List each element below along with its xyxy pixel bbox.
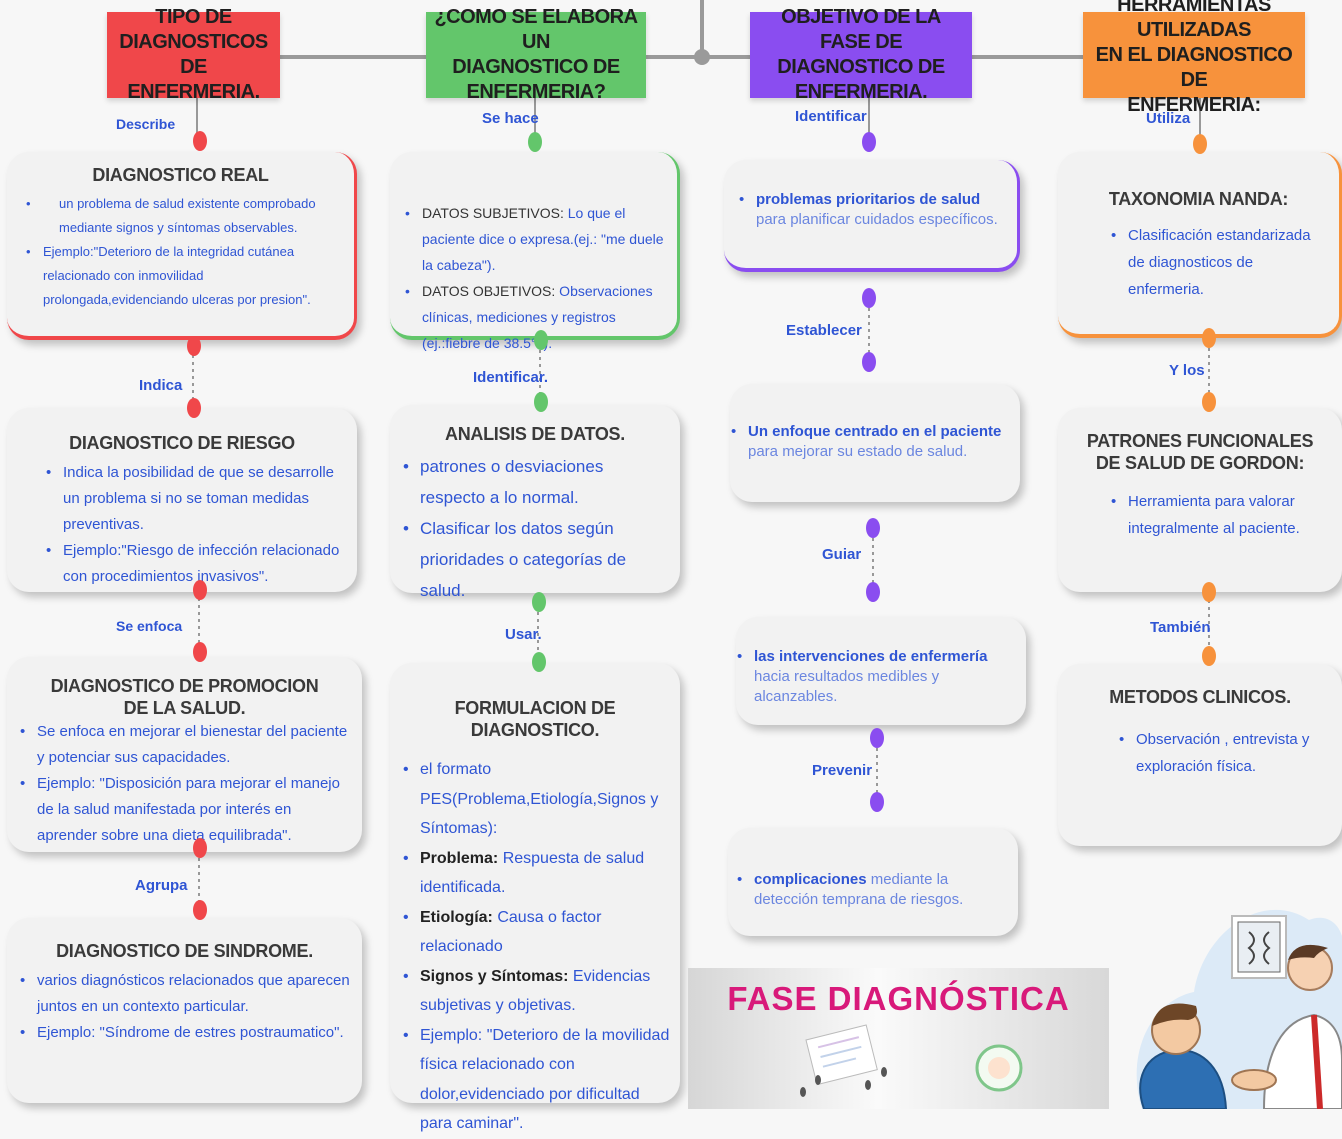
connector-dot <box>1193 134 1207 154</box>
bullet-text: Ejemplo:"Deterioro de la integridad cutá… <box>26 240 344 312</box>
label-establecer: Establecer <box>786 322 862 339</box>
label-agrupa: Agrupa <box>135 877 188 894</box>
connector-dot <box>862 132 876 152</box>
bullet-text: las intervenciones de enfermería hacia r… <box>737 647 1016 707</box>
connector-dot <box>187 398 201 418</box>
connector-dot <box>870 792 884 812</box>
banner-title: FASE DIAGNÓSTICA <box>727 980 1070 1017</box>
header-herramientas: HERRAMIENTAS UTILIZADAS EN EL DIAGNOSTIC… <box>1083 0 1305 116</box>
card-title: FORMULACION DE DIAGNOSTICO. <box>454 698 616 740</box>
connector-dot <box>862 352 876 372</box>
card-diagnostico-riesgo: DIAGNOSTICO DE RIESGO Indica la posibili… <box>7 408 357 592</box>
card-title: ANALISIS DE DATOS. <box>445 424 625 444</box>
connector-dot <box>193 838 207 858</box>
bullet-text: Ejemplo: "Deterioro de la movilidad físi… <box>403 1021 670 1139</box>
bullet-text: Indica la posibilidad de que se desarrol… <box>46 460 347 538</box>
header-como-se-elabora: ¿COMO SE ELABORA UN DIAGNOSTICO DE ENFER… <box>426 6 646 103</box>
connector-dot <box>534 392 548 412</box>
card-intervenciones: las intervenciones de enfermería hacia r… <box>736 617 1026 725</box>
bullet-text: Se enfoca en mejorar el bienestar del pa… <box>20 719 352 771</box>
card-complicaciones: complicaciones mediante la detección tem… <box>728 828 1018 936</box>
card-diagnostico-promocion: DIAGNOSTICO DE PROMOCION DE LA SALUD. Se… <box>7 657 362 852</box>
connector-lines <box>192 0 1210 905</box>
bullet-text: el formato PES(Problema,Etiología,Signos… <box>403 755 670 844</box>
label-tambien: También <box>1150 619 1211 636</box>
bullet-text: varios diagnósticos relacionados que apa… <box>20 968 352 1020</box>
card-analisis-datos: ANALISIS DE DATOS. patrones o desviacion… <box>390 405 680 600</box>
card-title: DIAGNOSTICO DE SINDROME. <box>56 941 313 961</box>
bullet-text: Ejemplo:"Riesgo de infección relacionado… <box>46 538 347 590</box>
bullet-text: un problema de salud existente comprobad… <box>26 192 344 240</box>
fase-diagnostica-banner: FASE DIAGNÓSTICA <box>688 968 1109 1109</box>
bullet-text: Problema: Respuesta de salud identificad… <box>403 844 670 903</box>
doctor-patient-illustration <box>1136 909 1342 1109</box>
card-title: DIAGNOSTICO DE RIESGO <box>69 433 295 453</box>
card-title: DIAGNOSTICO DE PROMOCION DE LA SALUD. <box>50 676 319 718</box>
connector-dot <box>187 336 201 356</box>
connector-dot <box>1202 646 1216 666</box>
label-prevenir: Prevenir <box>812 762 873 779</box>
bullet-text: Un enfoque centrado en el paciente para … <box>731 422 1010 462</box>
label-describe: Describe <box>116 116 176 132</box>
bullet-text: patrones o desviaciones respecto a lo no… <box>403 451 670 513</box>
bullet-text: complicaciones mediante la detección tem… <box>737 870 1008 910</box>
connector-dot <box>1202 328 1216 348</box>
bullet-text: Herramienta para valorar integralmente a… <box>1111 488 1332 542</box>
card-title: PATRONES FUNCIONALES DE SALUD DE GORDON: <box>1086 431 1314 473</box>
label-y-los: Y los <box>1169 362 1205 379</box>
label-utiliza: Utiliza <box>1146 110 1191 127</box>
card-patrones-gordon: PATRONES FUNCIONALES DE SALUD DE GORDON:… <box>1058 408 1342 592</box>
card-formulacion-diagnostico: FORMULACION DE DIAGNOSTICO. el formato P… <box>390 663 680 1132</box>
card-title: METODOS CLINICOS. <box>1109 687 1291 707</box>
card-diagnostico-real: DIAGNOSTICO REAL un problema de salud ex… <box>7 152 357 340</box>
label-se-hace: Se hace <box>482 110 539 127</box>
card-diagnostico-sindrome: DIAGNOSTICO DE SINDROME. varios diagnóst… <box>7 918 362 1103</box>
label-identificar: Identificar. <box>473 369 549 386</box>
connector-dot <box>528 132 542 152</box>
connector-dot <box>193 900 207 920</box>
bullet-text: Clasificación estandarizada de diagnosti… <box>1111 222 1329 303</box>
bullet-text: Signos y Síntomas: Evidencias subjetivas… <box>403 962 670 1021</box>
card-title: DIAGNOSTICO REAL <box>92 165 269 185</box>
connector-dot <box>193 131 207 151</box>
header-objetivo-fase: OBJETIVO DE LA FASE DE DIAGNOSTICO DE EN… <box>750 6 972 103</box>
header-tipo-diagnosticos: TIPO DE DIAGNOSTICOS DE ENFERMERIA. <box>107 6 280 103</box>
connector-dot <box>866 582 880 602</box>
bullet-text: Ejemplo: "Síndrome de estres postraumati… <box>20 1020 352 1046</box>
card-datos: DATOS SUBJETIVOS: Lo que el paciente dic… <box>390 152 680 351</box>
connector-dot <box>532 592 546 612</box>
card-problemas-prioritarios: problemas prioritarios de salud para pla… <box>724 160 1020 272</box>
card-taxonomia-nanda: TAXONOMIA NANDA: Clasificación estandari… <box>1058 152 1342 338</box>
connector-dot <box>193 642 207 662</box>
connector-dot <box>870 728 884 748</box>
bullet-text: Ejemplo: "Disposición para mejorar el ma… <box>20 771 352 849</box>
bullet-text: Etiología: Causa o factor relacionado <box>403 903 670 962</box>
bullet-text: Observación , entrevista y exploración f… <box>1119 726 1332 780</box>
label-identificar: Identificar <box>795 108 867 125</box>
card-metodos-clinicos: METODOS CLINICOS. Observación , entrevis… <box>1058 664 1342 846</box>
connector-dot <box>1202 582 1216 602</box>
connector-dot <box>1202 392 1216 412</box>
card-title: TAXONOMIA NANDA: <box>1108 189 1289 209</box>
label-usar: Usar. <box>505 626 542 643</box>
connector-dot <box>862 288 876 308</box>
card-enfoque-paciente: Un enfoque centrado en el paciente para … <box>730 384 1020 502</box>
connector-dot <box>193 580 207 600</box>
bullet-text: DATOS SUBJETIVOS: Lo que el paciente dic… <box>405 200 667 278</box>
bullet-text: problemas prioritarios de salud para pla… <box>739 190 1007 230</box>
connector-dot <box>532 652 546 672</box>
bullet-text: DATOS OBJETIVOS: Observaciones clínicas,… <box>405 278 667 356</box>
connector-dot <box>534 330 548 350</box>
banner-decoration <box>800 1024 1023 1097</box>
label-se-enfoca: Se enfoca <box>116 618 183 634</box>
label-indica: Indica <box>139 377 183 394</box>
bullet-text: Clasificar los datos según prioridades o… <box>403 513 670 606</box>
connector-dot <box>866 518 880 538</box>
label-guiar: Guiar <box>822 546 862 563</box>
